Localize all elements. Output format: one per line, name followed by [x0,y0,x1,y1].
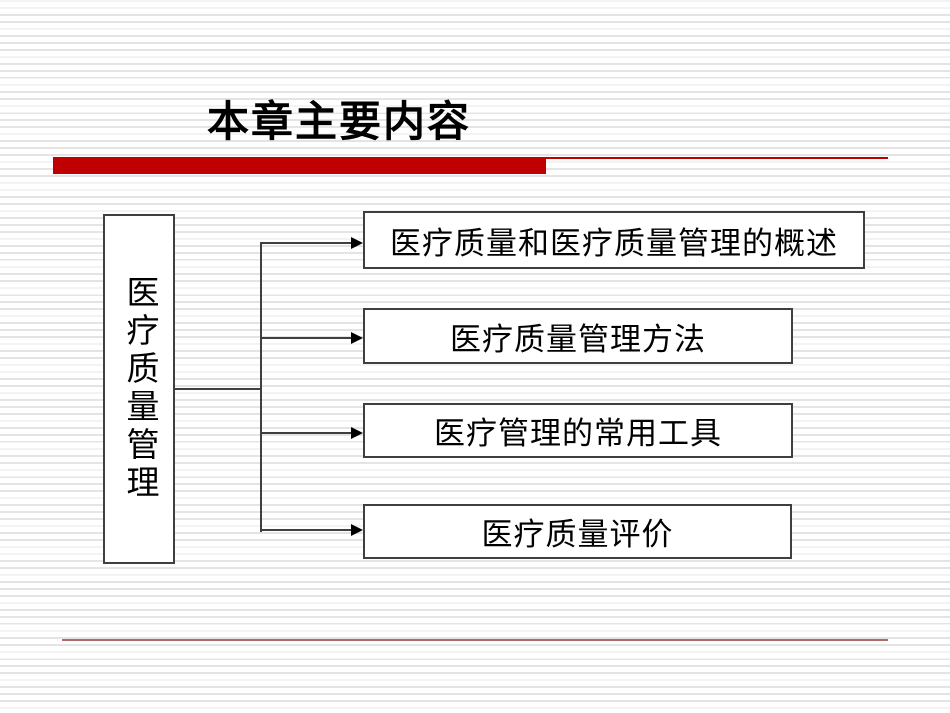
leaf-node-box-evaluation: 医疗质量评价 [363,504,792,559]
page-title: 本章主要内容 [207,98,472,145]
root-node-box: 医疗质量管理 [103,214,175,564]
connector-branch-1 [261,242,352,244]
leaf-node-box-tools: 医疗管理的常用工具 [363,403,793,458]
connector-branch-2 [261,337,352,339]
connector-trunk [260,242,262,532]
leaf-node-box-overview: 医疗质量和医疗质量管理的概述 [363,211,865,269]
arrowhead-icon [351,237,363,249]
connector-root-stub [175,388,261,390]
arrowhead-icon [351,427,363,439]
connector-branch-4 [261,529,352,531]
title-underline-thin-line [53,157,888,159]
root-node-label: 医疗质量管理 [121,275,157,503]
leaf-node-box-methods: 医疗质量管理方法 [363,308,793,364]
connector-branch-3 [261,432,352,434]
arrowhead-icon [351,332,363,344]
title-underline-bar [53,159,546,174]
arrowhead-icon [351,524,363,536]
footer-divider-line [62,639,888,641]
